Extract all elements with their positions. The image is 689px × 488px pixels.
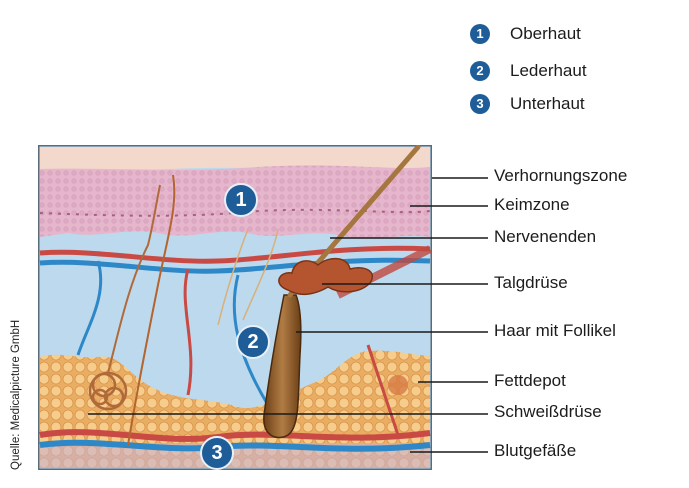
label-blutgefaesse: Blutgefäße [494, 441, 576, 461]
label-haar-mit-follikel: Haar mit Follikel [494, 321, 616, 341]
label-talgdruese: Talgdrüse [494, 273, 568, 293]
label-keimzone: Keimzone [494, 195, 570, 215]
label-schweissdruese: Schweißdrüse [494, 402, 602, 422]
label-nervenenden: Nervenenden [494, 227, 596, 247]
image-credit: Quelle: Medicalpicture GmbH [10, 320, 22, 470]
label-fettdepot: Fettdepot [494, 371, 566, 391]
label-verhornungszone: Verhornungszone [494, 166, 627, 186]
